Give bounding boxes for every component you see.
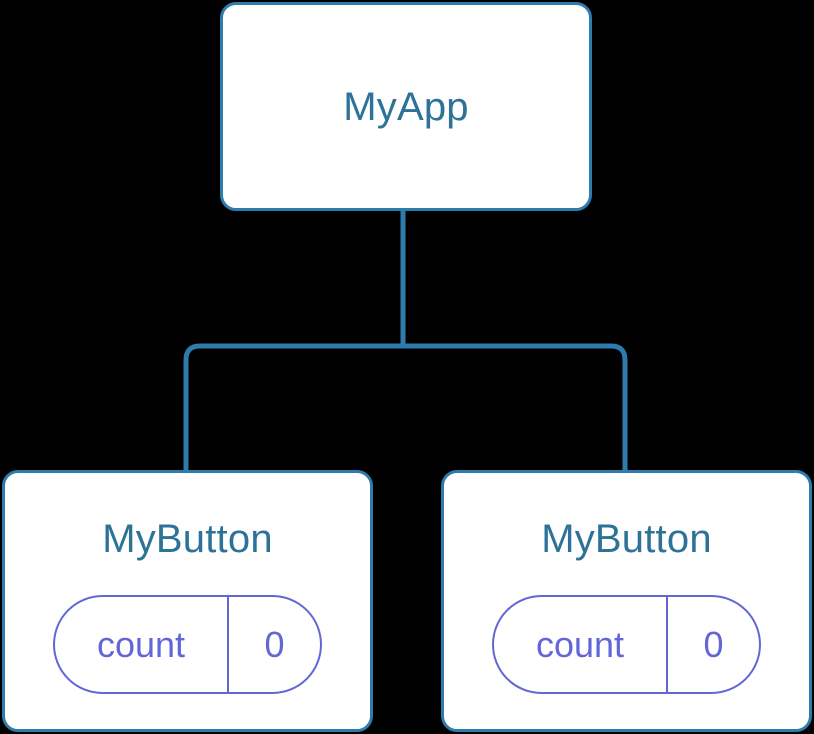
edge-to-mybutton-right xyxy=(403,343,628,472)
node-mybutton-left[interactable]: MyButton count 0 xyxy=(2,470,373,732)
state-key-label-left: count xyxy=(96,623,186,665)
state-key-label-right: count xyxy=(535,623,625,665)
node-mybutton-right-label: MyButton xyxy=(541,517,712,561)
node-myapp-label: MyApp xyxy=(343,84,469,129)
state-pill-right[interactable]: count 0 xyxy=(492,595,761,694)
node-mybutton-right[interactable]: MyButton count 0 xyxy=(441,470,812,732)
state-value-label-right: 0 xyxy=(703,623,724,665)
state-pill-left[interactable]: count 0 xyxy=(53,595,322,694)
state-value-label-left: 0 xyxy=(264,623,285,665)
node-mybutton-left-label: MyButton xyxy=(102,517,273,561)
state-key-cell-left: count xyxy=(55,597,229,692)
node-myapp[interactable]: MyApp xyxy=(220,2,592,211)
state-value-cell-right: 0 xyxy=(668,597,759,692)
state-value-cell-left: 0 xyxy=(229,597,320,692)
edge-to-mybutton-left xyxy=(183,343,403,472)
state-key-cell-right: count xyxy=(494,597,668,692)
